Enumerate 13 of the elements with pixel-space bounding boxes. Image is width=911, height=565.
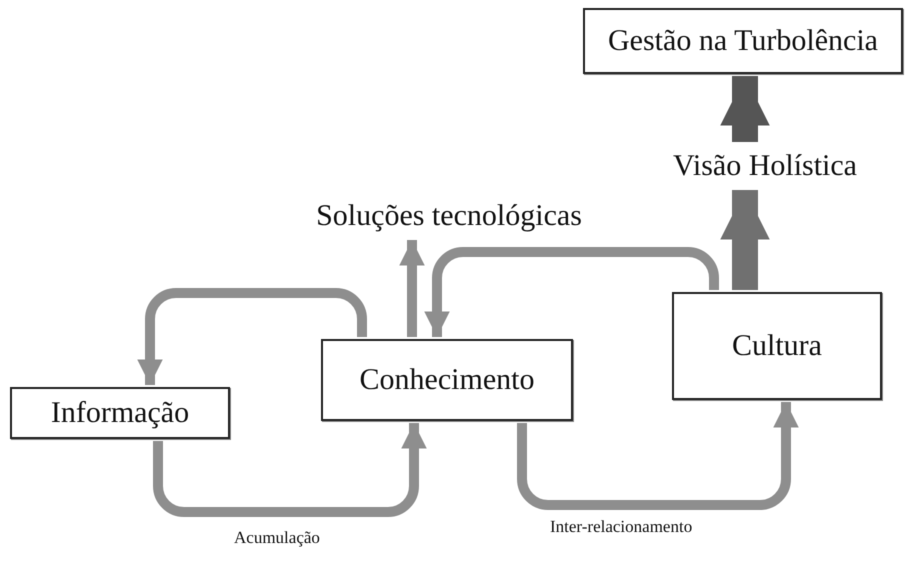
arrow xyxy=(424,247,719,337)
node-label: Soluções tecnológicas xyxy=(316,199,582,233)
edge-label: Acumulação xyxy=(232,528,322,548)
arrow xyxy=(517,402,799,510)
node-label: Visão Holística xyxy=(673,149,857,183)
arrow xyxy=(720,190,770,290)
process-box: Gestão na Turbolência xyxy=(583,8,903,74)
process-box: Conhecimento xyxy=(321,339,573,421)
process-box: Cultura xyxy=(672,292,882,400)
process-box: Informação xyxy=(10,387,230,439)
arrow xyxy=(153,423,427,517)
arrow xyxy=(399,240,425,337)
arrow xyxy=(720,76,770,142)
